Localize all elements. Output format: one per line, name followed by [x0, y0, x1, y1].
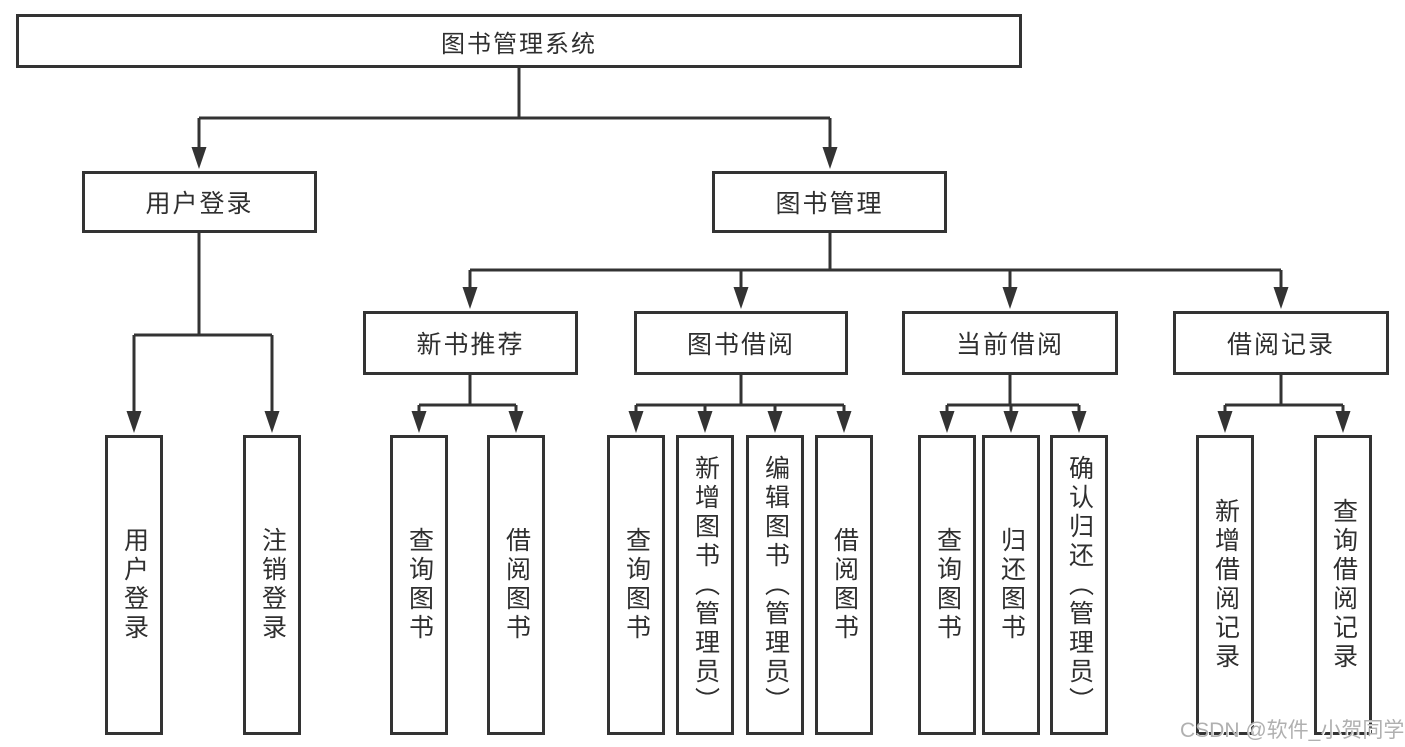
csdn-watermark: CSDN @软件_小贺同学 [1180, 719, 1405, 742]
node-current-borrowing-label: 当前借阅 [955, 331, 1064, 359]
leaf-edit-books-admin-label: 编辑图书（管理员） [761, 454, 790, 716]
node-library-system-label: 图书管理系统 [441, 30, 597, 58]
leaf-logout-label: 注销登录 [258, 527, 287, 643]
leaf-query-books-current: 查询图书 [918, 435, 976, 735]
node-book-management: 图书管理 [712, 171, 947, 233]
leaf-confirm-return-admin-label: 确认归还（管理员） [1065, 454, 1094, 716]
leaf-query-books-borrowing: 查询图书 [607, 435, 665, 735]
leaf-borrow-books-recommend-label: 借阅图书 [502, 527, 531, 643]
leaf-user-login-label: 用户登录 [120, 527, 149, 643]
leaf-query-borrow-record: 查询借阅记录 [1314, 435, 1372, 735]
leaf-add-borrow-record-label: 新增借阅记录 [1211, 498, 1240, 672]
leaf-add-books-admin-label: 新增图书（管理员） [691, 454, 720, 716]
leaf-return-books-label: 归还图书 [997, 527, 1026, 643]
leaf-edit-books-admin: 编辑图书（管理员） [746, 435, 804, 735]
leaf-add-borrow-record: 新增借阅记录 [1196, 435, 1254, 735]
leaf-borrow-books-borrowing-label: 借阅图书 [830, 527, 859, 643]
leaf-query-books-borrowing-label: 查询图书 [622, 527, 651, 643]
leaf-borrow-books-borrowing: 借阅图书 [815, 435, 873, 735]
node-book-borrowing: 图书借阅 [634, 311, 848, 375]
node-borrowing-records: 借阅记录 [1173, 311, 1389, 375]
leaf-confirm-return-admin: 确认归还（管理员） [1050, 435, 1108, 735]
leaf-query-borrow-record-label: 查询借阅记录 [1329, 498, 1358, 672]
leaf-logout: 注销登录 [243, 435, 301, 735]
node-user-login-branch: 用户登录 [82, 171, 317, 233]
node-new-book-recommend-label: 新书推荐 [416, 331, 525, 359]
node-user-login-branch-label: 用户登录 [145, 190, 254, 218]
leaf-borrow-books-recommend: 借阅图书 [487, 435, 545, 735]
leaf-query-books-recommend-label: 查询图书 [405, 527, 434, 643]
node-library-system: 图书管理系统 [16, 14, 1022, 68]
leaf-user-login: 用户登录 [105, 435, 163, 735]
node-book-management-label: 图书管理 [775, 190, 884, 218]
leaf-query-books-current-label: 查询图书 [933, 527, 962, 643]
node-book-borrowing-label: 图书借阅 [686, 331, 795, 359]
leaf-add-books-admin: 新增图书（管理员） [676, 435, 734, 735]
leaf-query-books-recommend: 查询图书 [390, 435, 448, 735]
node-new-book-recommend: 新书推荐 [363, 311, 578, 375]
node-current-borrowing: 当前借阅 [902, 311, 1118, 375]
leaf-return-books: 归还图书 [982, 435, 1040, 735]
node-borrowing-records-label: 借阅记录 [1226, 331, 1335, 359]
